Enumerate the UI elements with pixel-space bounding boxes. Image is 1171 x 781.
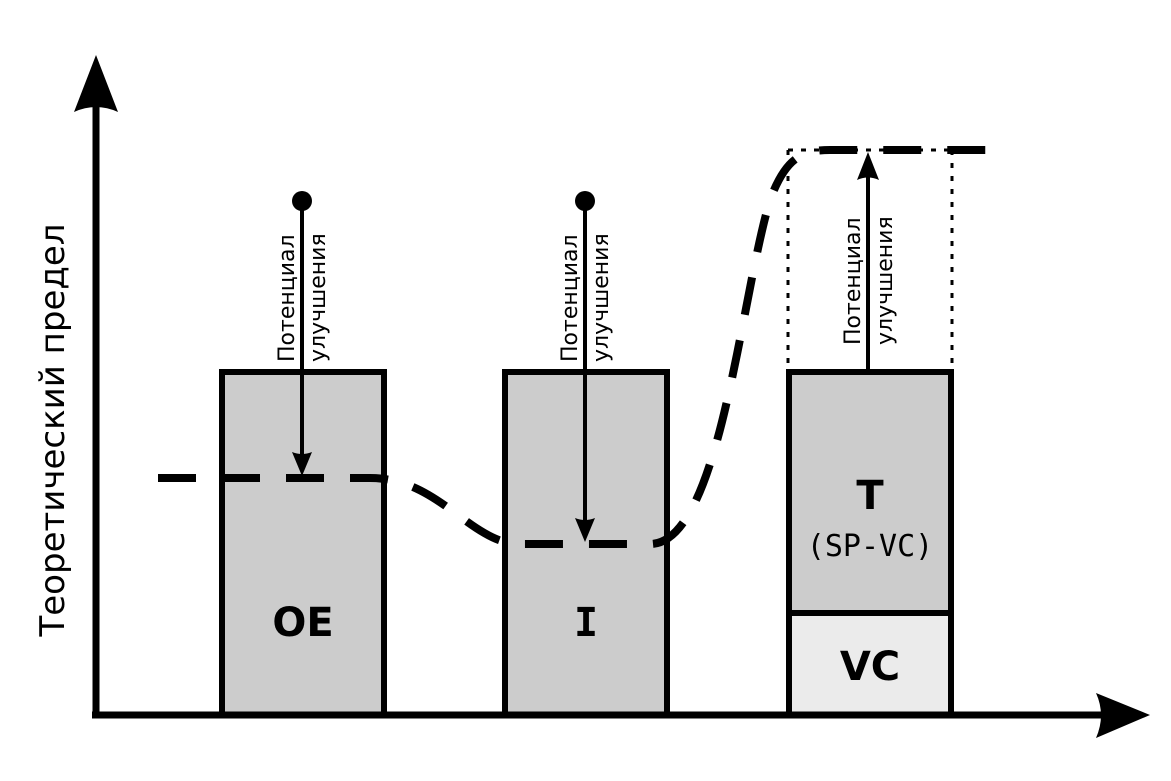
t-annotation-line2: улучшения bbox=[873, 216, 898, 345]
oe-annotation-line2: улучшения bbox=[306, 233, 331, 362]
i-annotation-line1: Потенциал bbox=[558, 234, 583, 362]
y-axis-label: Теоретический предел bbox=[33, 223, 73, 637]
label-oe: OE bbox=[272, 600, 333, 646]
oe-improvement-arrow bbox=[292, 191, 312, 476]
t-improvement-arrow bbox=[857, 152, 879, 372]
box-vc bbox=[786, 610, 954, 718]
t-annotation-line1: Потенциал bbox=[841, 217, 866, 345]
i-annotation-line2: улучшения bbox=[589, 233, 614, 362]
label-sp-vc: (SP-VC) bbox=[807, 529, 933, 564]
label-t: T bbox=[856, 473, 884, 519]
y-axis-arrow-icon bbox=[74, 55, 118, 112]
label-i: I bbox=[574, 600, 598, 646]
arrow-down-icon bbox=[575, 518, 595, 542]
theoretical-limit-region bbox=[786, 148, 954, 370]
oe-annotation-line1: Потенциал bbox=[275, 234, 300, 362]
arrow-up-icon bbox=[857, 152, 879, 180]
i-improvement-arrow bbox=[575, 191, 595, 542]
arrow-down-icon bbox=[292, 452, 312, 476]
label-vc: VC bbox=[840, 644, 900, 690]
x-axis-arrow-icon bbox=[1096, 693, 1150, 738]
performance-curve bbox=[158, 146, 1005, 548]
